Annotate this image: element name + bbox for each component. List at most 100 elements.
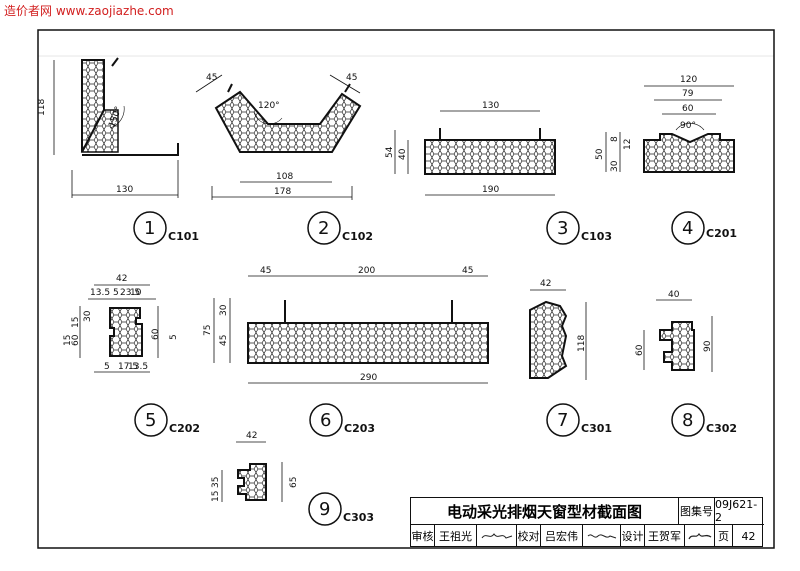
profile-c301 [529, 289, 587, 380]
dim-c202-15b: 60 [71, 334, 81, 346]
dim-c103-h-inner: 40 [398, 148, 408, 160]
dim-c201-30: 30 [610, 160, 620, 172]
design-label: 设计 [621, 525, 645, 547]
dim-c102-right: 45 [346, 73, 357, 83]
figure-9-badge [308, 492, 342, 526]
dim-c103-top: 130 [482, 101, 499, 111]
profile-c302 [643, 299, 713, 372]
dim-c202-5c: 5 [104, 362, 110, 372]
dim-c103-bottom: 190 [482, 185, 499, 195]
dim-c201-60: 60 [682, 104, 694, 114]
figure-7-number: 7 [557, 410, 568, 431]
dim-c201-12: 12 [623, 139, 633, 150]
dim-c203-200: 200 [358, 266, 375, 276]
dim-c102-outer: 178 [274, 187, 291, 197]
figure-6-number: 6 [320, 410, 331, 431]
dim-c201-120: 120 [680, 75, 697, 85]
dim-c202-13-5: 13.5 [90, 288, 110, 298]
figure-9-number: 9 [319, 499, 330, 520]
dim-c101-angle: 150° [107, 105, 124, 129]
signature-row: 审核 王祖光 校对 吕宏伟 设计 王贺军 页 42 [411, 525, 764, 547]
figure-8-badge [671, 403, 705, 437]
figure-2-number: 2 [318, 218, 329, 239]
figure-7-code: C301 [581, 422, 612, 435]
dim-c303-65: 65 [289, 477, 299, 488]
atlas-number: 09J621-2 [715, 498, 764, 525]
dim-c203-45b: 45 [462, 266, 473, 276]
watermark-site: 造价者网 [4, 4, 53, 18]
designer-name: 王贺军 [645, 525, 685, 547]
reviewer-name: 王祖光 [435, 525, 477, 547]
dim-c301-42: 42 [540, 279, 551, 289]
atlas-label: 图集号 [679, 498, 715, 525]
figure-3-code: C103 [581, 230, 612, 243]
dim-c102-angle: 120° [258, 101, 280, 111]
dim-c202-5b: 23.5 [120, 288, 140, 298]
checker-name: 吕宏伟 [541, 525, 583, 547]
dim-c303-15: 15 [211, 491, 221, 502]
dim-c202-5d: 17.5 [118, 362, 138, 372]
checker-signature [583, 525, 621, 547]
profile-c303 [221, 441, 283, 502]
drawing-title: 电动采光排烟天窗型材截面图 [411, 498, 679, 525]
figure-5-badge [134, 403, 168, 437]
dim-c202-42: 42 [116, 274, 127, 284]
watermark: 造价者网 www.zaojiazhe.com [4, 2, 174, 19]
dim-c202-60a: 60 [151, 328, 161, 340]
profile-c202 [79, 284, 159, 373]
dim-c201-angle: 90° [680, 121, 696, 131]
figure-3-number: 3 [557, 218, 568, 239]
sheet-frame [37, 29, 775, 549]
dim-c303-35: 35 [211, 477, 221, 488]
dim-c103-h-outer: 54 [385, 146, 395, 158]
figure-4-number: 4 [682, 218, 693, 239]
dim-c202-23-5: 10 [130, 288, 142, 298]
figure-6-badge [309, 403, 343, 437]
dim-c202-30: 15 [71, 317, 81, 328]
dim-c302-60: 60 [635, 344, 645, 356]
figure-1-number: 1 [144, 218, 155, 239]
figure-3-badge [546, 211, 580, 245]
figure-8-number: 8 [682, 410, 693, 431]
figure-2-code: C102 [342, 230, 373, 243]
figure-8-code: C302 [706, 422, 737, 435]
page-number: 42 [741, 529, 756, 543]
dim-c101-height: 118 [37, 99, 47, 116]
dim-c203-290: 290 [360, 373, 377, 383]
dim-c202-10: 30 [83, 310, 93, 322]
dim-c201-50: 50 [595, 148, 605, 160]
dim-c203-30: 30 [219, 304, 229, 316]
figure-4-code: C201 [706, 227, 737, 240]
reviewer-signature [477, 525, 517, 547]
figure-1-code: C101 [168, 230, 199, 243]
dim-c202-60b: 5 [169, 334, 179, 340]
dim-c202-15a: 15 [63, 335, 73, 346]
figure-5-code: C202 [169, 422, 200, 435]
check-label: 校对 [517, 525, 541, 547]
dim-c202-5a: 5 [113, 288, 119, 298]
figure-4-badge [671, 211, 705, 245]
dim-c303-42: 42 [246, 431, 257, 441]
dim-c102-inner: 108 [276, 172, 293, 182]
title-block: 电动采光排烟天窗型材截面图 图集号 09J621-2 审核 王祖光 校对 吕宏伟… [410, 497, 764, 547]
profile-c201 [605, 85, 735, 173]
dim-c203-75: 75 [203, 325, 213, 336]
figure-9-code: C303 [343, 511, 374, 524]
profile-c102 [195, 74, 362, 200]
figure-5-number: 5 [145, 410, 156, 431]
dim-c201-8: 8 [610, 136, 620, 142]
profile-c203 [213, 275, 489, 384]
profile-c101 [53, 57, 179, 198]
dim-c102-left: 45 [206, 73, 217, 83]
page-label: 页 [715, 525, 733, 547]
designer-signature [685, 525, 715, 547]
dim-c203-45a: 45 [260, 266, 271, 276]
dim-c202-17-5: 13.5 [128, 362, 148, 372]
profile-c103 [394, 110, 556, 196]
review-label: 审核 [411, 525, 435, 547]
dim-c302-90: 90 [703, 340, 713, 352]
dim-c302-40: 40 [668, 290, 680, 300]
watermark-url: www.zaojiazhe.com [55, 4, 174, 18]
dim-c203-45c: 45 [219, 335, 229, 346]
dim-c101-width: 130 [116, 185, 133, 195]
